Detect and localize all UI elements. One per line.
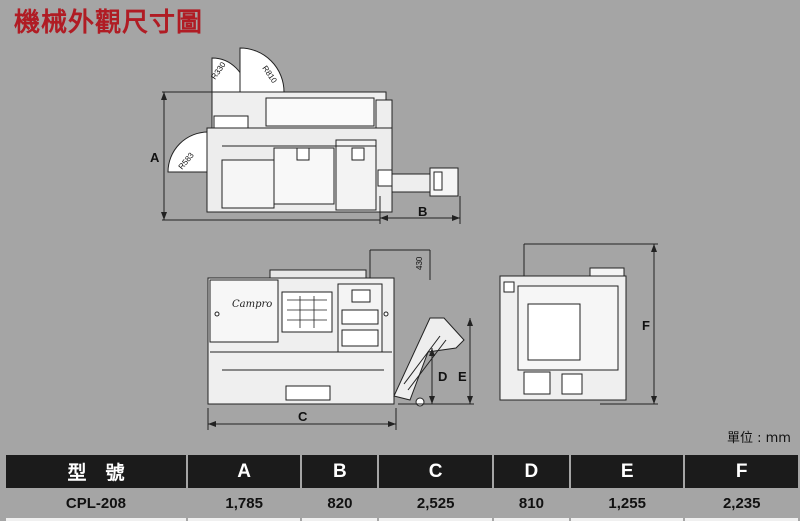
- top-view: [162, 47, 461, 224]
- dim-label-e: E: [458, 369, 467, 384]
- unit-label: 單位 : mm: [727, 431, 791, 446]
- dim-label-f: F: [642, 318, 650, 333]
- dim-label-b: B: [418, 204, 427, 219]
- front-view: [207, 249, 474, 430]
- column-header: D: [493, 455, 569, 488]
- table-cell: 1,785: [187, 488, 301, 521]
- column-header: B: [302, 455, 378, 488]
- column-header: 型 號: [6, 455, 186, 488]
- machine-dimension-drawing: A B C D E F R330 R810 R583 430 Campro: [150, 47, 658, 430]
- table-cell: 2,235: [685, 488, 798, 521]
- table-cell: 810: [493, 488, 569, 521]
- table-cell: CPL-208: [6, 488, 186, 521]
- column-header: C: [379, 455, 492, 488]
- column-header: E: [570, 455, 684, 488]
- height-label-430: 430: [415, 256, 424, 270]
- table-cell: 2,525: [379, 488, 492, 521]
- column-header: A: [187, 455, 301, 488]
- column-header: F: [685, 455, 798, 488]
- table-cell: 1,255: [570, 488, 684, 521]
- dim-label-a: A: [150, 150, 160, 165]
- dimension-table: 型 號 A B C D E F CPL-208 1,785 820 2,525 …: [4, 455, 800, 521]
- side-view: [499, 243, 658, 405]
- table-row: CPL-208 1,785 820 2,525 810 1,255 2,235: [6, 488, 798, 521]
- dim-label-c: C: [298, 409, 308, 424]
- page-title: 機械外觀尺寸圖: [14, 8, 204, 38]
- brand-logo-text: Campro: [232, 299, 272, 310]
- table-cell: 820: [302, 488, 378, 521]
- table-header-row: 型 號 A B C D E F: [6, 455, 798, 488]
- dim-label-d: D: [438, 369, 447, 384]
